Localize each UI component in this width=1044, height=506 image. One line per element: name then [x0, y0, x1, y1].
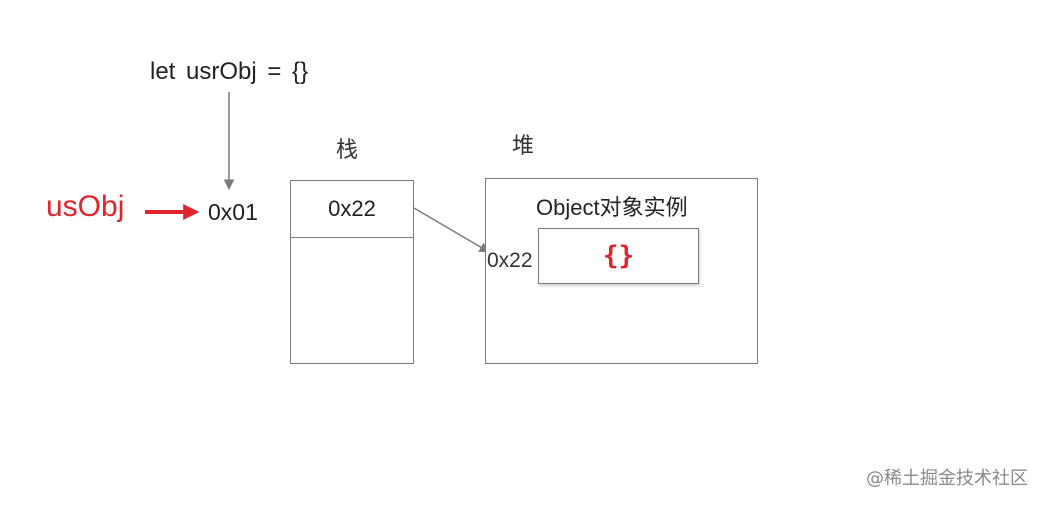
- heap-object-caption: Object对象实例: [536, 195, 688, 220]
- heap-address: 0x22: [487, 249, 533, 272]
- stack-frame: 0x22: [290, 180, 414, 364]
- variable-address: 0x01: [208, 199, 258, 225]
- stack-to-heap-arrow: [413, 207, 490, 253]
- heap-title: 堆: [512, 134, 535, 159]
- variable-name: usObj: [46, 190, 125, 223]
- stack-title: 栈: [336, 138, 359, 163]
- watermark: @稀土掘金技术社区: [866, 468, 1028, 489]
- code-declaration: let usrObj = {}: [150, 58, 309, 85]
- object-literal-value: {}: [602, 241, 635, 271]
- stack-cell: 0x22: [291, 181, 413, 238]
- heap-object-instance: {}: [538, 228, 699, 284]
